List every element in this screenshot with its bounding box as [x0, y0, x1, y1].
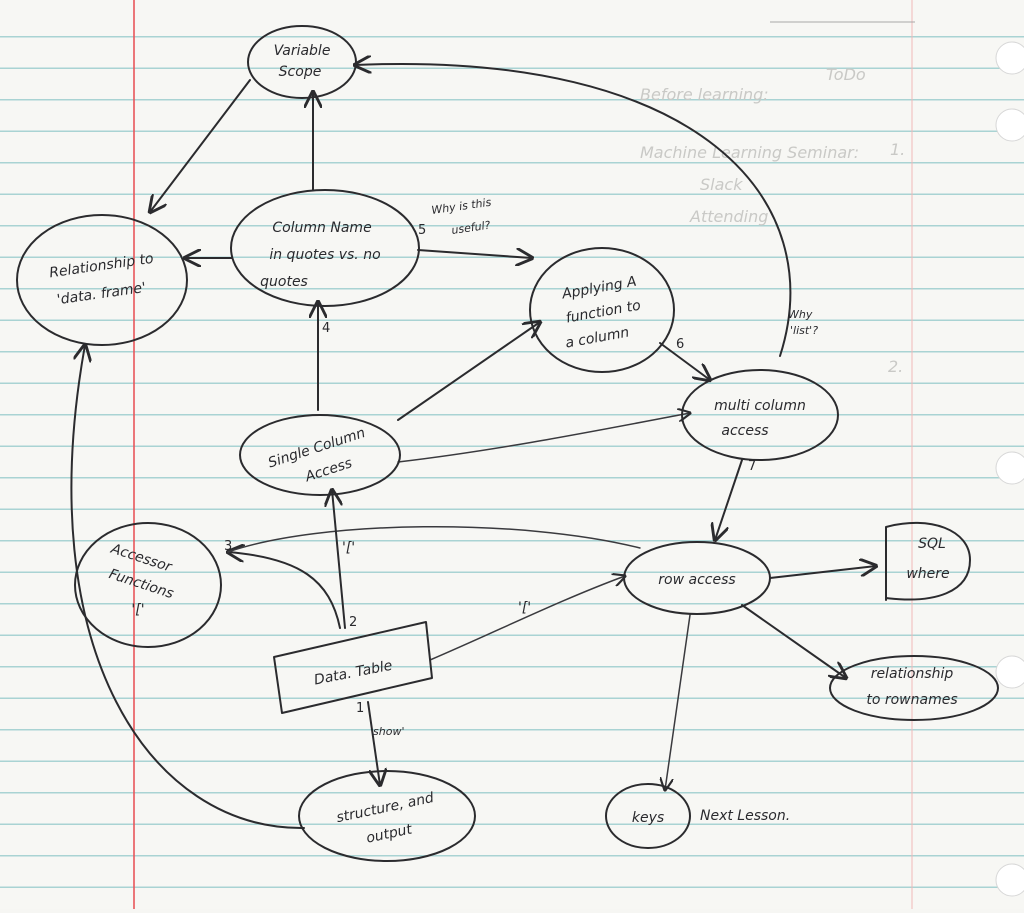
- variable-scope-line-2: Scope: [279, 64, 322, 80]
- node-labels: Variable Scope Relationship to 'data. fr…: [48, 43, 957, 847]
- ghost-note-slack: Slack: [700, 175, 743, 194]
- keys-label: keys: [632, 810, 664, 826]
- edges: [70, 64, 876, 830]
- why-list-line-2: 'list'?: [790, 324, 818, 337]
- edge-datatable-to-single: [332, 490, 346, 629]
- column-name-line-3: quotes: [260, 274, 308, 290]
- node-sql-where: [885, 521, 971, 601]
- column-name-line-2: in quotes vs. no: [269, 247, 380, 263]
- node-single-column-access: [239, 414, 401, 496]
- edge-scope-to-relationship: [150, 79, 251, 212]
- edge-datatable-to-accessor: [228, 552, 341, 629]
- edge-row-to-keys: [665, 614, 691, 790]
- edge-applying-to-multi: [659, 342, 710, 380]
- sql-where-line-2: where: [906, 566, 949, 582]
- ghost-note-attending: Attending: [689, 207, 768, 226]
- edge-multi-to-row: [715, 459, 743, 540]
- ghost-note-before: Before learning:: [640, 85, 769, 104]
- annotations: Next Lesson. Why is this useful? Why 'li…: [224, 196, 818, 824]
- edge-label-6: 6: [676, 337, 684, 352]
- multi-column-line-2: access: [721, 423, 768, 439]
- structure-output-line-2: output: [365, 821, 414, 846]
- edge-single-to-multi: [397, 413, 690, 463]
- edge-single-to-applying: [397, 322, 540, 421]
- node-keys: [605, 783, 691, 849]
- row-access-label: row access: [658, 572, 735, 588]
- binder-hole: [995, 41, 1024, 75]
- node-applying-function: [529, 247, 675, 373]
- binder-hole: [995, 655, 1024, 689]
- edge-label-bracket-row: '[': [518, 600, 531, 616]
- relationship-data-frame-line-1: Relationship to: [48, 251, 154, 281]
- edge-column-name-to-applying: [417, 250, 532, 258]
- variable-scope-line-1: Variable: [274, 43, 331, 59]
- edge-label-2: 2: [349, 615, 357, 630]
- applying-function-line-1: Applying A: [560, 274, 638, 303]
- why-list-line-1: Why: [788, 308, 813, 321]
- sql-where-line-1: SQL: [918, 536, 946, 552]
- node-structure-output: [298, 770, 476, 862]
- edge-multi-to-scope: [355, 64, 792, 357]
- edge-row-to-sql: [769, 566, 876, 579]
- edge-label-show: 'show': [370, 725, 404, 738]
- node-row-access: [623, 541, 771, 615]
- why-useful-line-2: useful?: [451, 219, 492, 237]
- single-column-line-2: Access: [302, 455, 354, 485]
- ghost-note-1: 1.: [890, 140, 905, 159]
- node-outlines: [16, 25, 999, 862]
- edge-structure-to-relationship: [70, 345, 305, 830]
- edge-row-to-rownames: [741, 604, 846, 678]
- binder-hole: [995, 863, 1024, 897]
- ghost-notes: ToDo Before learning: 1. Machine Learnin…: [640, 65, 905, 376]
- node-accessor-functions: [74, 522, 222, 648]
- ghost-note-todo: ToDo: [826, 65, 866, 84]
- node-multi-column-access: [681, 369, 839, 461]
- edge-label-7: 7: [748, 459, 756, 474]
- edge-accessor-to-row: [227, 525, 641, 553]
- binder-hole: [995, 108, 1024, 142]
- data-table-label: Data. Table: [313, 658, 394, 689]
- why-useful-line-1: Why is this: [431, 196, 493, 217]
- edge-label-3: 3: [224, 539, 232, 554]
- rownames-line-1: relationship: [871, 666, 954, 682]
- multi-column-line-1: multi column: [714, 398, 806, 414]
- applying-function-line-3: a column: [564, 325, 630, 352]
- node-relationship-data-frame: [16, 214, 188, 346]
- structure-output-line-1: structure, and: [335, 790, 435, 826]
- next-lesson-note: Next Lesson.: [700, 808, 790, 824]
- node-data-table: [273, 621, 433, 714]
- node-variable-scope: [247, 25, 357, 99]
- ghost-note-2: 2.: [888, 357, 903, 376]
- column-name-line-1: Column Name: [272, 220, 371, 236]
- ghost-note-seminar: Machine Learning Seminar:: [640, 143, 859, 162]
- applying-function-line-2: function to: [565, 298, 642, 327]
- edge-label-1: 1: [356, 701, 364, 716]
- node-relationship-rownames: [829, 655, 999, 721]
- edge-datatable-to-row: [429, 576, 625, 661]
- edge-label-4: 4: [322, 321, 330, 336]
- node-column-name-quotes: [230, 189, 420, 307]
- rownames-line-2: to rownames: [866, 692, 957, 708]
- binder-hole: [995, 451, 1024, 485]
- accessor-functions-line-3: '[': [131, 602, 144, 618]
- edge-label-5: 5: [418, 223, 426, 238]
- edge-label-bracket-single: '[': [342, 540, 355, 556]
